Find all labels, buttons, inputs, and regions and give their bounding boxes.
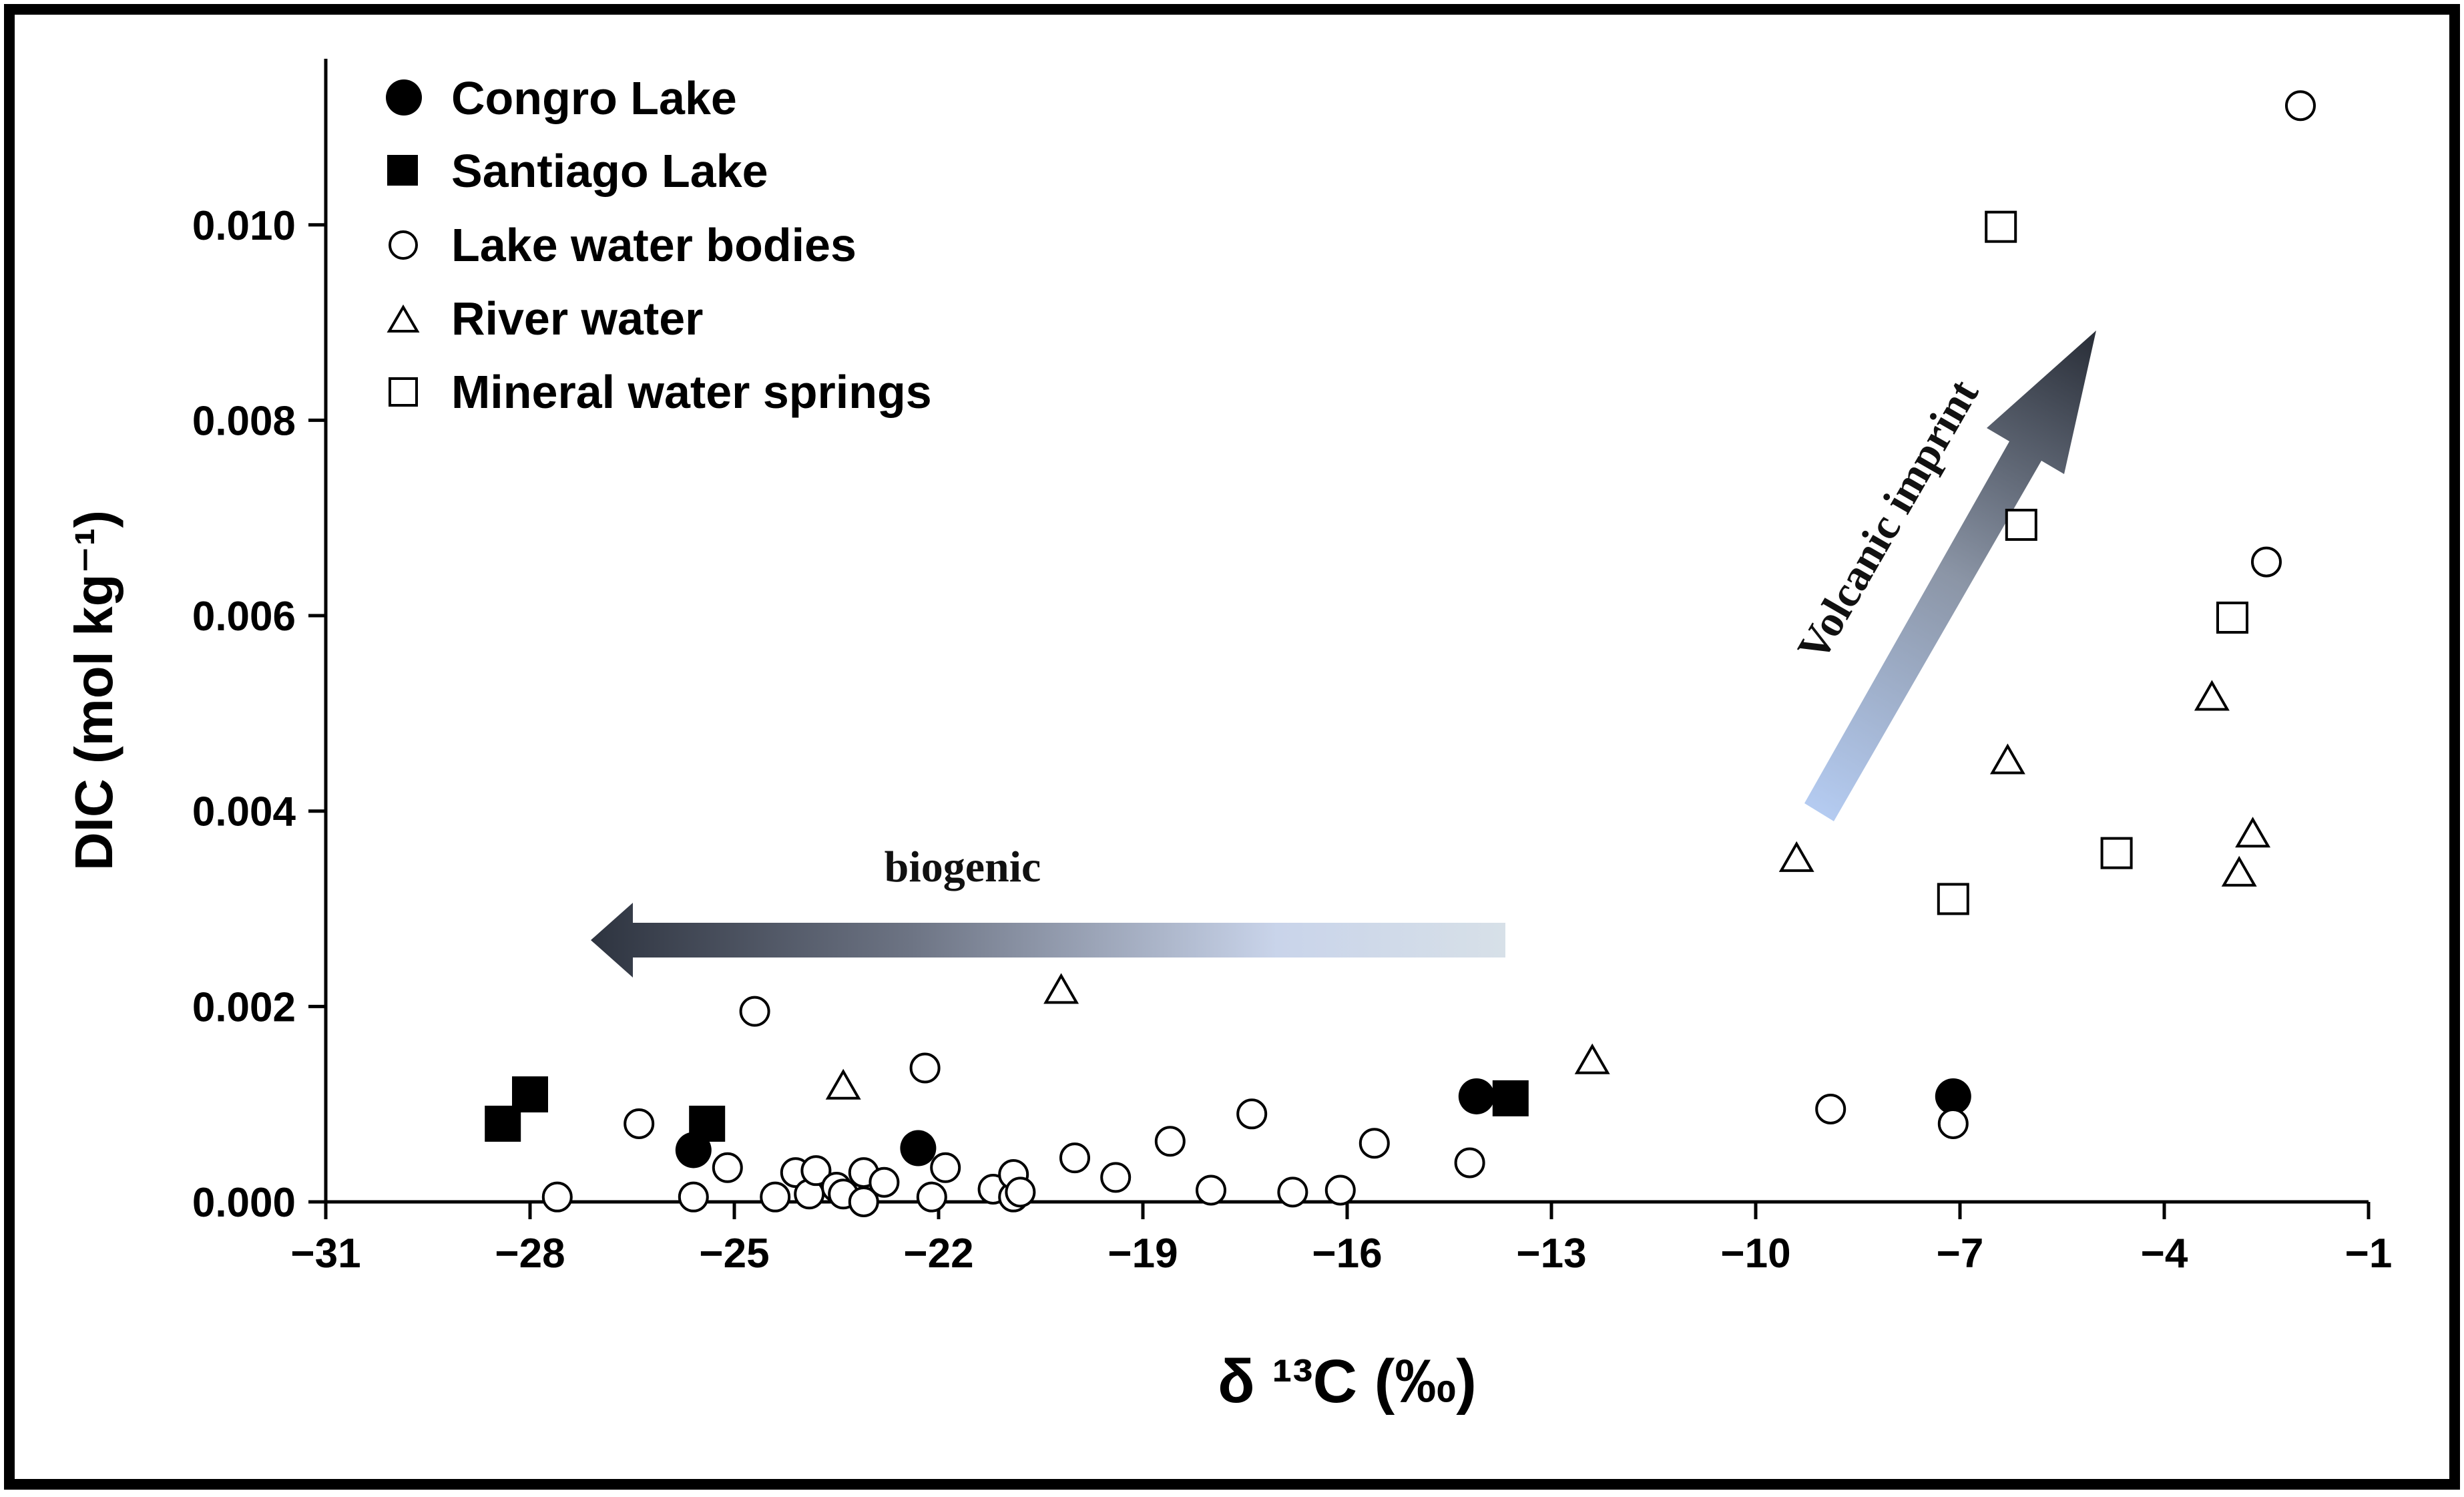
point-lake-water-bodies [1454,1147,1485,1179]
point-lake-water-bodies [1236,1098,1268,1130]
x-axis-ticks: −31 −28 −25 −22 −19 −16 −13 −10 −7 −4 −1 [290,1202,2392,1277]
x-tick-label: −16 [1312,1231,1382,1277]
legend-marker-open-square [389,377,418,407]
point-river-water [1989,743,2025,775]
point-mineral-water-springs [2005,508,2037,541]
point-lake-water-bodies [1359,1128,1390,1159]
x-tick-label: −7 [1937,1231,1984,1277]
point-mineral-water-springs [1985,210,2017,243]
point-lake-water-bodies [624,1108,655,1139]
point-river-water [1574,1043,1610,1074]
point-lake-water-bodies [1100,1162,1132,1193]
legend-marker-open-circle [389,230,418,260]
x-tick-label: −19 [1107,1231,1178,1277]
legend-label-lake-water-bodies: Lake water bodies [451,219,856,271]
point-lake-water-bodies [1937,1108,1969,1139]
y-tick-label: 0.002 [192,984,296,1030]
point-lake-water-bodies [1059,1142,1090,1174]
biogenic-arrow-shape [591,903,1505,978]
legend-item-santiago-lake: Santiago Lake [387,145,768,197]
point-lake-water-bodies [930,1152,961,1183]
x-axis-label: δ ¹³C (‰) [1218,1347,1477,1416]
legend-marker-filled-circle [386,79,422,116]
data-points [485,90,2316,1217]
x-tick-label: −13 [1516,1231,1586,1277]
legend-marker-open-triangle [387,304,420,333]
point-river-water [2221,855,2257,887]
point-river-water [2194,680,2230,711]
legend-item-river-water: River water [387,292,703,345]
point-lake-water-bodies [541,1181,573,1213]
point-lake-water-bodies [760,1181,791,1213]
point-santiago-lake [689,1105,726,1142]
point-lake-water-bodies [1005,1177,1036,1208]
legend-label-congro-lake: Congro Lake [451,72,737,124]
point-mineral-water-springs [2100,837,2133,869]
point-lake-water-bodies [1815,1093,1846,1124]
x-tick-label: −22 [903,1231,973,1277]
point-lake-water-bodies [800,1155,832,1187]
volcanic-arrow [1804,331,2096,821]
point-congro-lake [900,1130,937,1166]
point-river-water [825,1068,861,1100]
point-congro-lake [1458,1078,1495,1114]
point-lake-water-bodies [916,1181,947,1213]
legend-item-lake-water-bodies: Lake water bodies [389,219,856,271]
y-tick-label: 0.000 [192,1180,296,1226]
point-lake-water-bodies [909,1052,941,1084]
y-axis-label: DIC (mol kg⁻¹) [64,510,124,871]
point-mineral-water-springs [1937,883,1969,915]
x-tick-label: −25 [699,1231,769,1277]
point-mineral-water-springs [2216,601,2248,634]
figure-frame [4,4,2460,1490]
point-congro-lake [1935,1078,1971,1114]
point-lake-water-bodies [2251,546,2282,578]
legend: Congro Lake Santiago Lake Lake water bod… [386,72,932,418]
point-lake-water-bodies [739,996,770,1027]
point-lake-water-bodies [1324,1174,1356,1206]
volcanic-arrow-shape [1804,331,2096,821]
legend-label-mineral-water-springs: Mineral water springs [451,366,932,418]
point-lake-water-bodies [712,1152,743,1183]
point-river-water [2235,817,2271,848]
x-tick-label: −4 [2141,1231,2188,1277]
y-tick-label: 0.010 [192,203,296,249]
biogenic-label: biogenic [885,843,1041,891]
legend-label-santiago-lake: Santiago Lake [451,145,768,197]
x-tick-label: −28 [495,1231,565,1277]
y-tick-label: 0.006 [192,594,296,640]
y-axis-ticks: 0.000 0.002 0.004 0.006 0.008 0.010 [192,203,326,1226]
x-tick-label: −31 [290,1231,360,1277]
legend-item-congro-lake: Congro Lake [386,72,737,124]
point-santiago-lake [1492,1080,1529,1116]
legend-label-river-water: River water [451,292,703,345]
point-river-water [1778,841,1814,872]
point-lake-water-bodies [1154,1126,1186,1157]
point-santiago-lake [512,1076,548,1113]
point-lake-water-bodies [848,1187,879,1217]
point-lake-water-bodies [869,1166,900,1198]
x-tick-label: −10 [1720,1231,1790,1277]
point-lake-water-bodies [2285,90,2316,122]
biogenic-arrow [591,903,1505,978]
legend-item-mineral-water-springs: Mineral water springs [389,366,932,418]
y-tick-label: 0.008 [192,398,296,444]
point-river-water [1043,973,1079,1004]
point-lake-water-bodies [1277,1177,1308,1208]
x-tick-label: −1 [2345,1231,2393,1277]
point-lake-water-bodies [1196,1174,1226,1206]
point-lake-water-bodies [678,1181,709,1213]
y-tick-label: 0.004 [192,789,296,835]
legend-marker-filled-square [387,155,418,186]
